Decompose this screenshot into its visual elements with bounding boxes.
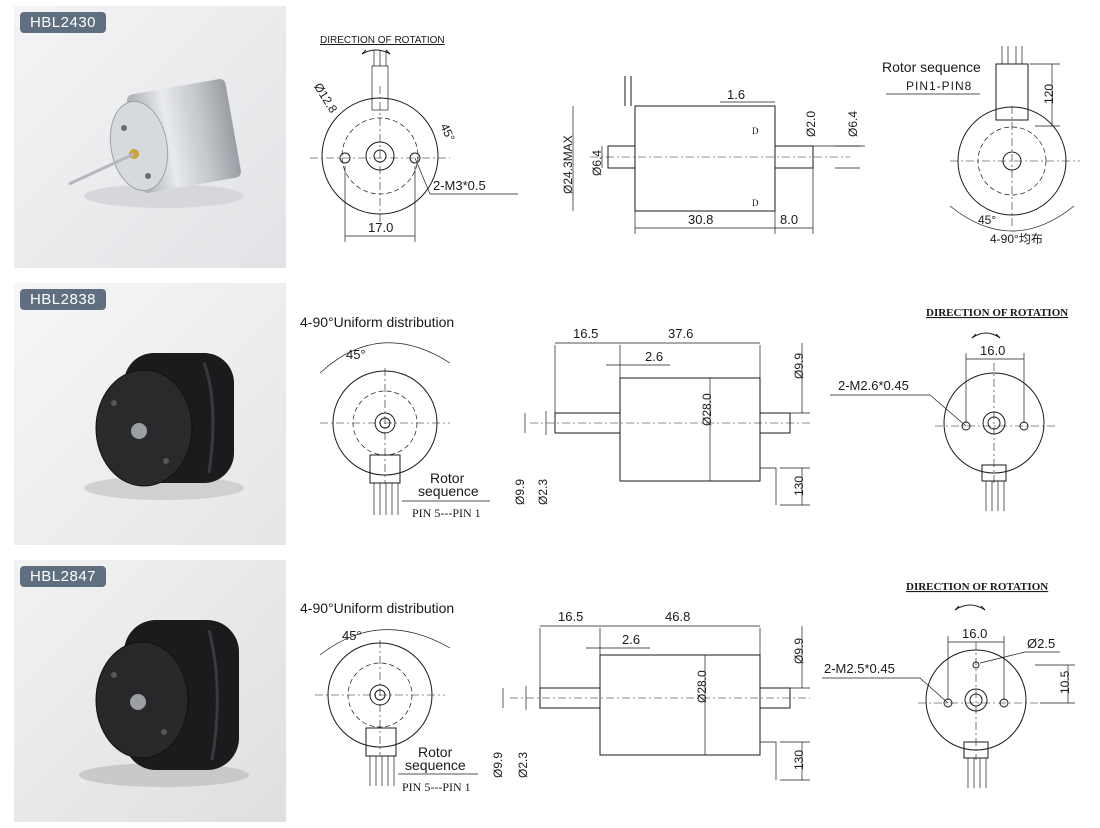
dim-8: 130 — [792, 750, 806, 770]
dim-1: 16.5 — [573, 326, 598, 341]
rotation-title: DIRECTION OF ROTATION — [906, 581, 1048, 593]
dim-angle: 45° — [437, 121, 457, 144]
dim-7: Ø2.3 — [516, 752, 530, 778]
front-view: 4-90°Uniform distribution 45° Rotor sequ… — [300, 314, 490, 520]
side-view: 16.5 37.6 2.6 Ø9.9 Ø28.0 Ø9.9 Ø2.3 130 — [513, 326, 810, 506]
distribution-title: 4-90°Uniform distribution — [300, 314, 454, 330]
back-angle: 45° — [978, 213, 996, 227]
svg-text:D: D — [752, 198, 759, 208]
silver-motor-image — [68, 79, 244, 208]
dim-width: 17.0 — [368, 220, 393, 235]
model-badge: HBL2838 — [20, 289, 106, 310]
back-view: Rotor sequence PIN1-PIN8 120 45° 4-90°均布 — [882, 46, 1080, 246]
rotor-title: Rotor sequence — [882, 59, 981, 75]
model-badge: HBL2847 — [20, 566, 106, 587]
dim-5: Ø28.0 — [700, 393, 714, 426]
dim-dia: Ø12.8 — [311, 80, 340, 115]
dim-2: 37.6 — [668, 326, 693, 341]
distribution-title: 4-90°Uniform distribution — [300, 600, 454, 616]
side-view: 16.5 46.8 2.6 Ø9.9 Ø28.0 Ø9.9 Ø2.3 130 — [491, 609, 810, 781]
dim-width: 16.0 — [962, 626, 987, 641]
dim-6: Ø9.9 — [491, 752, 505, 778]
dim-3: 2.6 — [645, 349, 663, 364]
pin-range: PIN 5---PIN 1 — [412, 506, 481, 520]
dim-6: Ø9.9 — [513, 479, 527, 505]
product-photo: HBL2430 — [14, 6, 286, 268]
rotor-label: Rotor — [418, 744, 453, 760]
dim-thread: 2-M2.6*0.45 — [838, 378, 909, 393]
dim-shaft: 8.0 — [780, 212, 798, 227]
svg-text:D: D — [752, 126, 759, 136]
dim-8: 130 — [792, 476, 806, 496]
technical-drawing: 4-90°Uniform distribution 45° Rotor sequ… — [300, 307, 1068, 520]
dim-width: 16.0 — [980, 343, 1005, 358]
dim-thread: 2-M2.5*0.45 — [824, 661, 895, 676]
dim-dia: Ø2.5 — [1027, 636, 1055, 651]
row-hbl2838: HBL2838 4-90°Uniform distribution 45° Ro… — [0, 283, 1100, 545]
rotor-label: Rotor — [430, 470, 465, 486]
dim-angle: 45° — [342, 628, 362, 643]
dim-h: 10.5 — [1058, 670, 1072, 694]
dim-2: 46.8 — [665, 609, 690, 624]
technical-drawing: DIRECTION OF ROTATION Ø12.8 45° 2-M3*0.5… — [310, 35, 1080, 246]
dim-h: 120 — [1042, 84, 1056, 104]
dim-5: Ø28.0 — [695, 670, 709, 703]
back-view: DIRECTION OF ROTATION 16.0 Ø2.5 2-M2.5*0… — [822, 581, 1075, 788]
dim-len: 30.8 — [688, 212, 713, 227]
technical-drawing: 4-90°Uniform distribution 45° Rotor sequ… — [300, 581, 1075, 794]
front-view: DIRECTION OF ROTATION Ø12.8 45° 2-M3*0.5… — [310, 35, 518, 242]
row-hbl2430: HBL2430 DIRECTION OF ROTATION Ø12.8 45° … — [0, 6, 1100, 268]
product-photo: HBL2838 — [14, 283, 286, 545]
sequence-label: sequence — [418, 483, 479, 499]
dim-4: Ø9.9 — [792, 638, 806, 664]
black-motor-image — [84, 353, 244, 500]
rotation-title: DIRECTION OF ROTATION — [320, 35, 445, 46]
side-view: D D 1.6 Ø2.0 Ø6.4 Ø24.3MAX Ø6.4 30.8 8.0 — [561, 76, 865, 234]
dim-angle: 45° — [346, 347, 366, 362]
row-hbl2847: HBL2847 4-90°Uniform distribution 45° Ro… — [0, 560, 1100, 822]
dim-3: 2.6 — [622, 632, 640, 647]
back-dist: 4-90°均布 — [990, 232, 1043, 246]
pin-range: PIN1-PIN8 — [906, 79, 972, 93]
product-photo: HBL2847 — [14, 560, 286, 822]
model-badge: HBL2430 — [20, 12, 106, 33]
dim-1: 1.6 — [727, 87, 745, 102]
front-view: 4-90°Uniform distribution 45° Rotor sequ… — [300, 600, 478, 794]
back-view: DIRECTION OF ROTATION 16.0 2-M2.6*0.45 — [830, 307, 1068, 511]
rotation-title: DIRECTION OF ROTATION — [926, 307, 1068, 319]
dim-7: Ø2.3 — [536, 479, 550, 505]
dim-thread: 2-M3*0.5 — [433, 178, 486, 193]
dim-4: Ø9.9 — [792, 353, 806, 379]
dim-5: Ø6.4 — [590, 150, 604, 176]
pin-range: PIN 5---PIN 1 — [402, 780, 471, 794]
black-motor-image — [79, 620, 249, 787]
sequence-label: sequence — [405, 757, 466, 773]
dim-2: Ø2.0 — [804, 111, 818, 137]
dim-4: Ø24.3MAX — [561, 135, 575, 194]
dim-3: Ø6.4 — [846, 111, 860, 137]
dim-1: 16.5 — [558, 609, 583, 624]
